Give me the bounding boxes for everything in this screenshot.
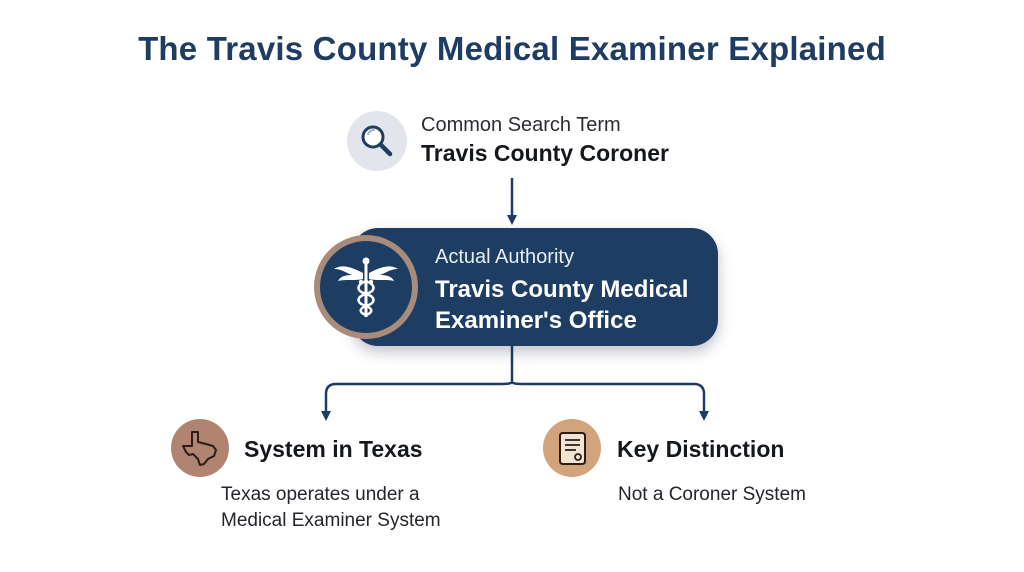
- authority-icon-ring: [314, 235, 418, 339]
- authority-icon-inner: [320, 241, 412, 333]
- distinction-branch-body: Not a Coroner System: [618, 482, 806, 508]
- branch-left-arrow: [321, 381, 514, 421]
- authority-subtitle: Actual Authority: [435, 246, 574, 268]
- document-icon: [559, 432, 586, 465]
- texas-branch-heading: System in Texas: [244, 436, 423, 462]
- texas-body-line-1: Texas operates under a: [221, 484, 420, 505]
- search-heading: Travis County Coroner: [421, 140, 669, 166]
- distinction-branch-heading: Key Distinction: [617, 436, 785, 462]
- texas-icon-circle: [171, 419, 229, 477]
- distinction-body-line-1: Not a Coroner System: [618, 484, 806, 505]
- search-subtitle: Common Search Term: [421, 114, 621, 136]
- texas-map-icon: [182, 431, 217, 466]
- document-icon-circle: [543, 419, 601, 477]
- caduceus-icon: [334, 257, 398, 317]
- magnifier-icon: [361, 125, 393, 157]
- branch-right-arrow: [510, 381, 709, 421]
- texas-body-line-2: Medical Examiner System: [221, 510, 441, 531]
- authority-heading: Travis County Medical Examiner's Office: [435, 276, 689, 334]
- texas-branch-body: Texas operates under a Medical Examiner …: [221, 482, 441, 534]
- page-title: The Travis County Medical Examiner Expla…: [138, 30, 886, 67]
- search-icon-circle: [347, 111, 407, 171]
